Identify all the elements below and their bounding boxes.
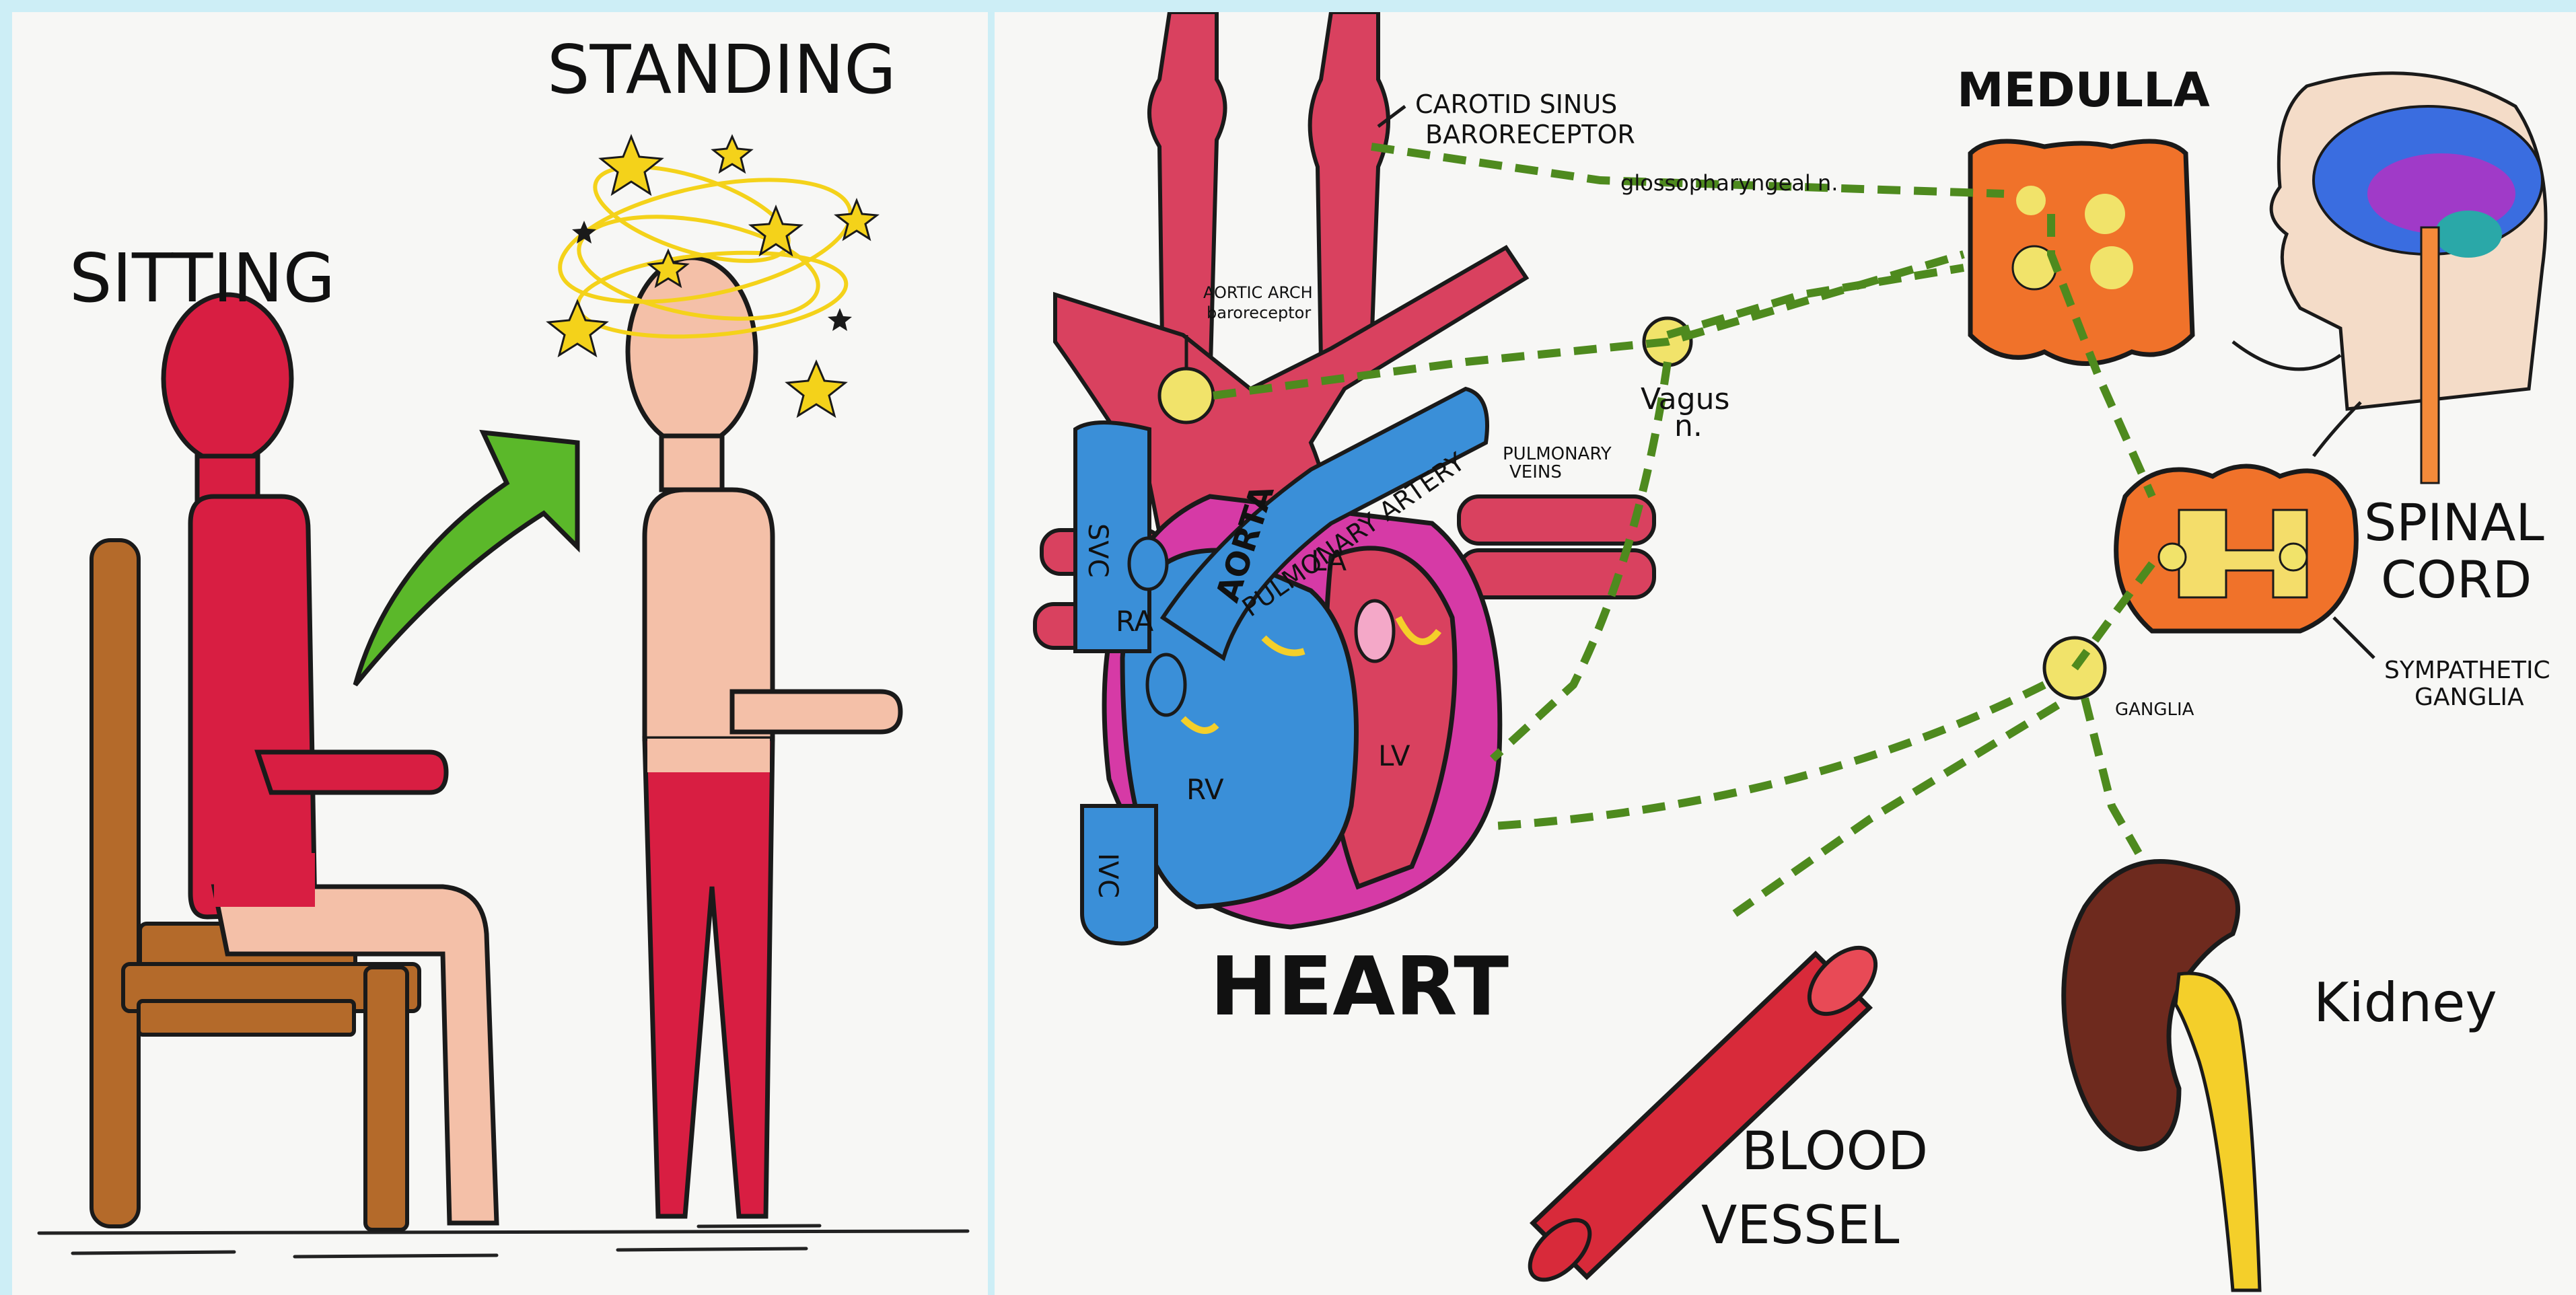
dizziness-swirls: [549, 147, 861, 346]
baroreceptor-reflex-panel: CAROTID SINUS BARORECEPTOR glossopharyng…: [995, 12, 2576, 1295]
brain-head: [2271, 73, 2546, 483]
standing-figure: [628, 258, 900, 1216]
lv-label: LV: [1378, 739, 1410, 772]
ganglia-label: GANGLIA: [2115, 700, 2194, 720]
sitting-standing-drawing: SITTING STANDING: [12, 12, 988, 1295]
ivc-label: IVC: [1092, 853, 1123, 898]
aortic-baroreceptor-label: baroreceptor: [1207, 303, 1311, 322]
carotid-sinus-label: CAROTID SINUS: [1415, 89, 1617, 119]
svc-label: SVC: [1082, 523, 1113, 578]
sympathetic-ganglia-label-2: GANGLIA: [2414, 683, 2524, 711]
blood-vessel-label-2: VESSEL: [1701, 1195, 1900, 1256]
sympathetic-ganglia-label-1: SYMPATHETIC: [2384, 657, 2550, 684]
heart-label: HEART: [1210, 940, 1509, 1034]
carotid-arteries: [1149, 12, 1388, 389]
aortic-arch-label: AORTIC ARCH: [1203, 283, 1313, 302]
rv-label: RV: [1186, 773, 1224, 806]
baroreceptor-drawing: CAROTID SINUS BARORECEPTOR glossopharyng…: [995, 12, 2576, 1295]
svc-opening-icon: [1129, 538, 1167, 589]
stand-up-arrow: [355, 433, 577, 685]
kidney-label: Kidney: [2314, 971, 2497, 1034]
vagus-label-2: n.: [1674, 409, 1703, 443]
aortic-baroreceptor-icon: [1159, 369, 1213, 422]
spinal-cord-label-2: CORD: [2381, 550, 2532, 609]
ra-label: RA: [1116, 605, 1153, 638]
standing-label: STANDING: [547, 30, 896, 109]
ground-lines: [39, 1226, 968, 1257]
kidney: [2064, 862, 2260, 1291]
ra-opening-icon: [1147, 655, 1185, 715]
spinal-cord-label-1: SPINAL: [2364, 492, 2544, 552]
pulmonary-veins-label-2: VEINS: [1509, 462, 1562, 482]
la-opening-icon: [1356, 601, 1394, 661]
glossopharyngeal-label: glossopharyngeal n.: [1620, 170, 1838, 196]
sitting-figure: [164, 295, 497, 1223]
medulla-label: MEDULLA: [1957, 63, 2210, 118]
sitting-standing-panel: SITTING STANDING: [12, 12, 988, 1295]
blood-vessel-label-1: BLOOD: [1742, 1121, 1928, 1182]
pulmonary-veins-label-1: PULMONARY: [1503, 444, 1612, 464]
carotid-baroreceptor-label: BARORECEPTOR: [1425, 120, 1635, 149]
la-label: LA: [1311, 544, 1347, 577]
sitting-label: SITTING: [69, 239, 335, 318]
